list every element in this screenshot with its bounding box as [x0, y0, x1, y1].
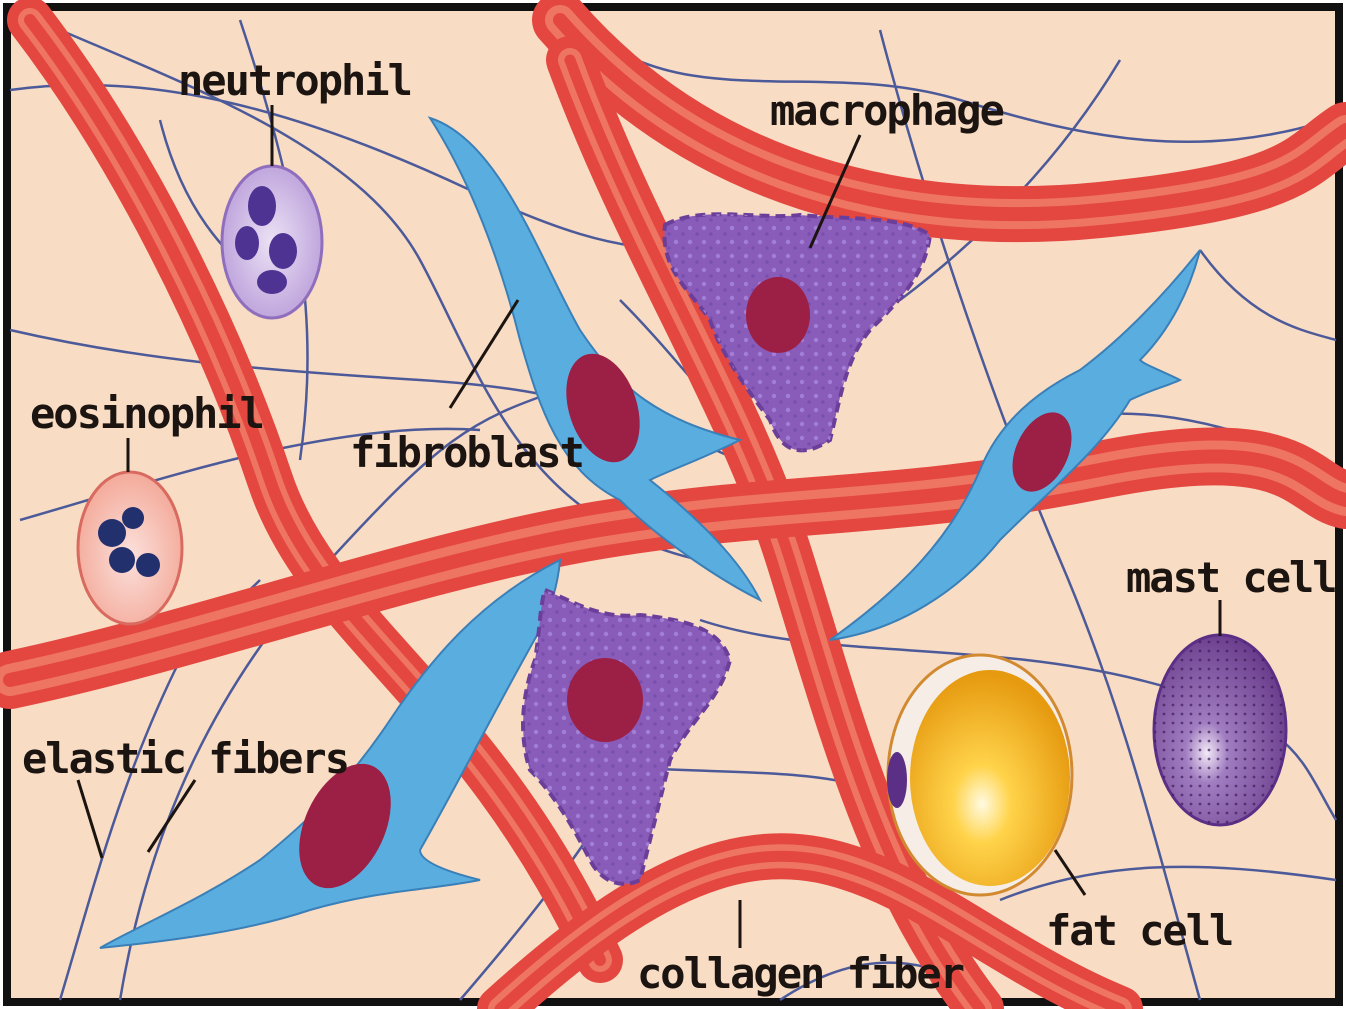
label-macrophage: macrophage [770, 86, 1004, 135]
fat-cell [887, 655, 1072, 895]
label-eosinophil: eosinophil [30, 389, 263, 438]
label-fibroblast: fibroblast [350, 428, 583, 477]
label-mast-cell: mast cell [1126, 553, 1336, 602]
fat-cell-nucleus [887, 752, 907, 808]
macrophage-nucleus [746, 277, 810, 353]
mast-cell [1154, 635, 1286, 825]
label-elastic-fibers: elastic fibers [22, 734, 348, 783]
macrophage-nucleus [567, 658, 643, 742]
label-fat-cell: fat cell [1046, 906, 1232, 955]
neutrophil-cell [222, 166, 322, 318]
label-collagen-fiber: collagen fiber [637, 949, 964, 998]
label-neutrophil: neutrophil [178, 56, 411, 105]
eosinophil-cell [78, 472, 182, 624]
